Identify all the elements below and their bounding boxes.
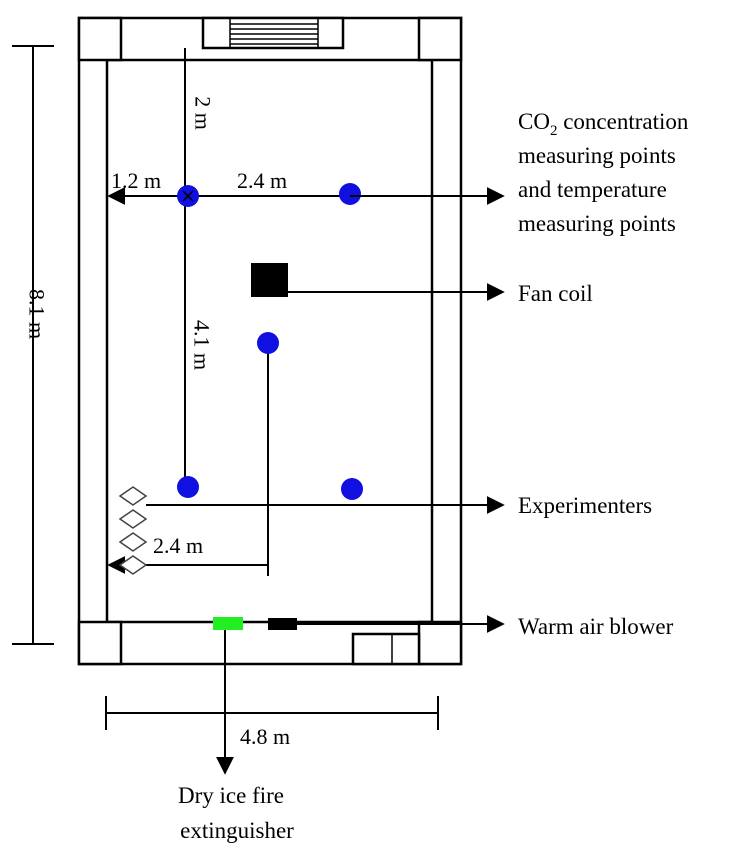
warm-air-blower	[268, 618, 297, 630]
measuring-point	[339, 183, 361, 205]
extinguisher-label-line2: extinguisher	[180, 818, 294, 843]
experimenter-marker	[118, 486, 148, 506]
room-walls	[77, 16, 463, 666]
fire-extinguisher	[213, 617, 243, 630]
callout-arrows	[146, 187, 505, 775]
co2-label-line2: measuring points	[518, 143, 676, 168]
corner-column-bottom-left	[77, 620, 123, 666]
room-width-dimension	[105, 696, 439, 730]
measuring-point	[177, 476, 199, 498]
fan-coil	[251, 263, 288, 297]
co2-label-line4: measuring points	[518, 211, 676, 236]
experimenters-label: Experimenters	[518, 493, 652, 518]
warm-air-blower-label: Warm air blower	[518, 614, 674, 639]
experimenter-marker	[118, 555, 148, 575]
corner-column-bottom-right	[417, 620, 463, 666]
room-length-dimension	[12, 45, 54, 645]
experimenters	[118, 486, 148, 575]
experimenter-marker	[118, 532, 148, 552]
co2-label-line1: CO2 concentration	[518, 109, 689, 139]
point-spacing-label: 2.4 m	[237, 168, 287, 193]
room-length-label: 8.1 m	[25, 289, 50, 339]
corner-column-top-left	[77, 16, 123, 62]
bottom-door	[351, 632, 421, 666]
corner-column-top-right	[417, 16, 463, 62]
top-distance-label: 2 m	[191, 96, 216, 130]
measuring-points	[177, 183, 363, 500]
top-window	[201, 16, 345, 50]
vertical-spacing-label: 4.1 m	[190, 320, 215, 370]
measuring-point	[341, 478, 363, 500]
upper-left-distance-label: 1.2 m	[111, 168, 161, 193]
extinguisher-label-line1: Dry ice fire	[178, 783, 284, 808]
co2-label-line3: and temperature	[518, 177, 667, 202]
room-width-label: 4.8 m	[240, 724, 290, 749]
experimenter-marker	[118, 509, 148, 529]
lower-distance-label: 2.4 m	[153, 533, 203, 558]
fan-coil-label: Fan coil	[518, 281, 593, 306]
measuring-point	[257, 332, 279, 354]
